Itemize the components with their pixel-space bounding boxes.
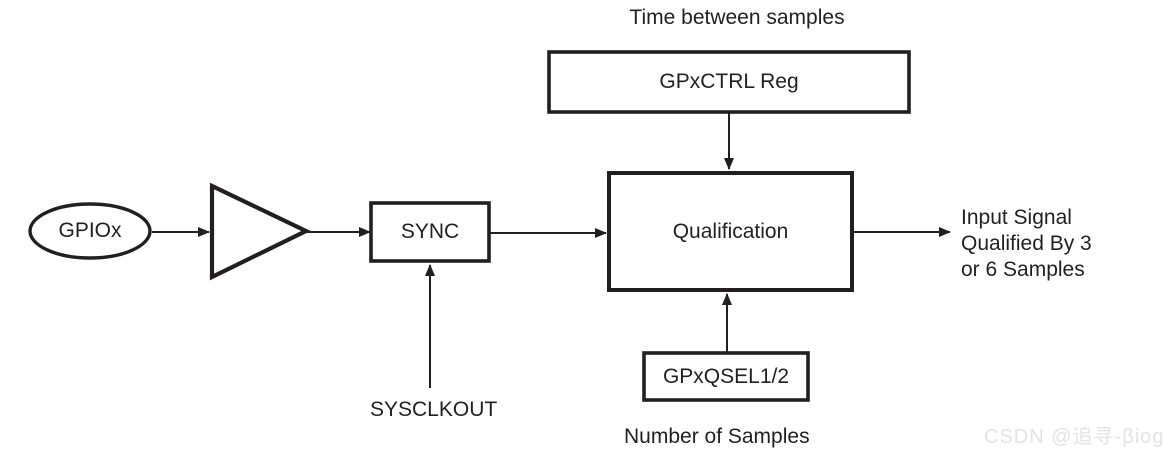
output-label-line-1: Input Signal <box>961 206 1072 229</box>
output-label-line-3: or 6 Samples <box>961 258 1085 281</box>
gpio-node-shape <box>28 202 152 260</box>
csdn-watermark: CSDN @追寻-βiog <box>984 426 1163 448</box>
output-label-line-2: Qualified By 3 <box>961 232 1092 255</box>
qsel-reg-node-shape <box>642 351 810 402</box>
sysclkout-label: SYSCLKOUT <box>370 398 498 421</box>
qualification-node-shape <box>607 171 854 292</box>
number-of-samples-label: Number of Samples <box>624 425 810 448</box>
time-between-samples-label: Time between samples <box>629 6 845 29</box>
ctrl-reg-node-shape <box>547 50 911 114</box>
buffer-triangle-shape <box>209 182 311 281</box>
sync-node-shape <box>369 201 491 263</box>
